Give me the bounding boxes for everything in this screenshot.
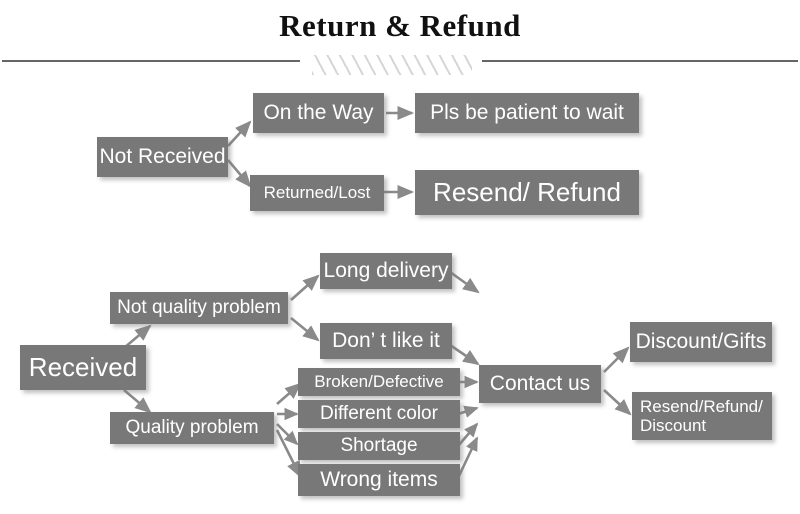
header-divider	[0, 55, 800, 77]
node-resend-refund[interactable]: Resend/ Refund	[415, 170, 639, 215]
node-long-delivery[interactable]: Long delivery	[320, 253, 452, 289]
node-received[interactable]: Received	[20, 345, 146, 390]
node-discount-gifts[interactable]: Discount/Gifts	[630, 322, 772, 362]
node-resend-refund-discount[interactable]: Resend/Refund/Discount	[632, 392, 772, 440]
page-title: Return & Refund	[279, 8, 521, 43]
node-wrong-items[interactable]: Wrong items	[298, 464, 460, 496]
node-quality-problem[interactable]: Quality problem	[110, 412, 274, 444]
divider-rule-right	[482, 60, 798, 62]
node-on-the-way[interactable]: On the Way	[253, 93, 384, 133]
node-returned-lost[interactable]: Returned/Lost	[250, 175, 384, 211]
node-different-color[interactable]: Different color	[298, 400, 460, 428]
diagonal-hatch-divider-icon	[312, 55, 472, 75]
node-pls-be-patient-to-wait[interactable]: Pls be patient to wait	[415, 93, 639, 133]
node-not-quality-problem[interactable]: Not quality problem	[110, 292, 288, 324]
node-contact-us[interactable]: Contact us	[479, 365, 601, 403]
node-broken-defective[interactable]: Broken/Defective	[298, 368, 460, 396]
divider-rule-left	[2, 60, 300, 62]
node-dont-like-it[interactable]: Don’ t like it	[320, 323, 452, 359]
node-shortage[interactable]: Shortage	[298, 432, 460, 460]
node-not-received[interactable]: Not Received	[97, 137, 228, 177]
